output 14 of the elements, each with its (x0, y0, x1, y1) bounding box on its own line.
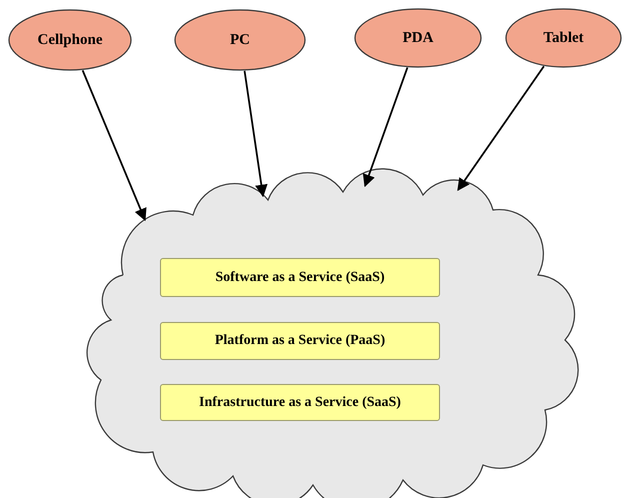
service-layer-box (160, 322, 440, 360)
device-label: PDA (402, 30, 434, 46)
arrow (362, 67, 408, 188)
service-label: Software as a Service (SaaS) (215, 270, 385, 286)
arrow (244, 70, 268, 198)
device-label: PC (230, 32, 250, 48)
service-layer-box (160, 384, 440, 421)
arrow (82, 70, 146, 222)
device-label: Cellphone (37, 32, 102, 48)
service-label: Platform as a Service (PaaS) (214, 333, 386, 349)
service-label: Infrastructure as a Service (SaaS) (199, 394, 401, 410)
arrow (457, 66, 545, 192)
service-layer-box (160, 258, 440, 297)
device-label: Tablet (543, 30, 584, 46)
